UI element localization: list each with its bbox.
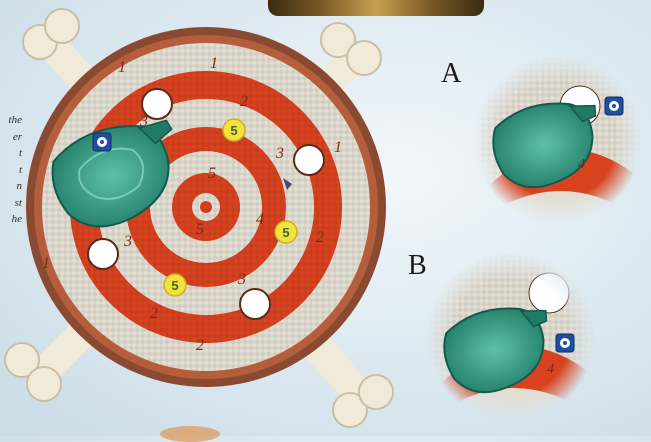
gold-token-icon: 5 xyxy=(275,221,297,243)
detail-a: 4 xyxy=(474,56,642,224)
ring-number: 1 xyxy=(210,55,218,72)
ring-number: 2 xyxy=(150,305,158,322)
gold-token-value: 5 xyxy=(230,123,237,138)
hole-icon xyxy=(294,145,324,175)
ring-number: 5 xyxy=(208,165,216,182)
ring-number: 4 xyxy=(578,157,585,172)
ring-number: 1 xyxy=(42,255,50,272)
ring-number: 1 xyxy=(118,59,126,76)
ring-number: 5 xyxy=(196,221,204,238)
ring-number: 1 xyxy=(334,139,342,156)
gold-token-value: 5 xyxy=(282,225,289,240)
ring-number: 2 xyxy=(240,93,248,110)
gold-token-icon: 5 xyxy=(223,119,245,141)
ring-number: 3 xyxy=(123,233,132,250)
ring-number: 2 xyxy=(316,229,324,246)
gold-token-icon: 5 xyxy=(164,274,186,296)
label-a: A xyxy=(441,58,461,90)
label-b: B xyxy=(408,250,427,282)
die-icon xyxy=(556,334,574,352)
ring-number: 4 xyxy=(256,211,264,228)
ring-number: 4 xyxy=(547,362,554,377)
gold-token-value: 5 xyxy=(171,278,178,293)
die-icon xyxy=(93,133,111,151)
ring-number: 2 xyxy=(196,337,204,354)
hole-icon xyxy=(88,239,118,269)
die-icon xyxy=(605,97,623,115)
hole-icon xyxy=(240,289,270,319)
detail-b: 4 xyxy=(427,253,595,421)
ring-number: 3 xyxy=(275,145,284,162)
ring-number: 3 xyxy=(237,271,246,288)
